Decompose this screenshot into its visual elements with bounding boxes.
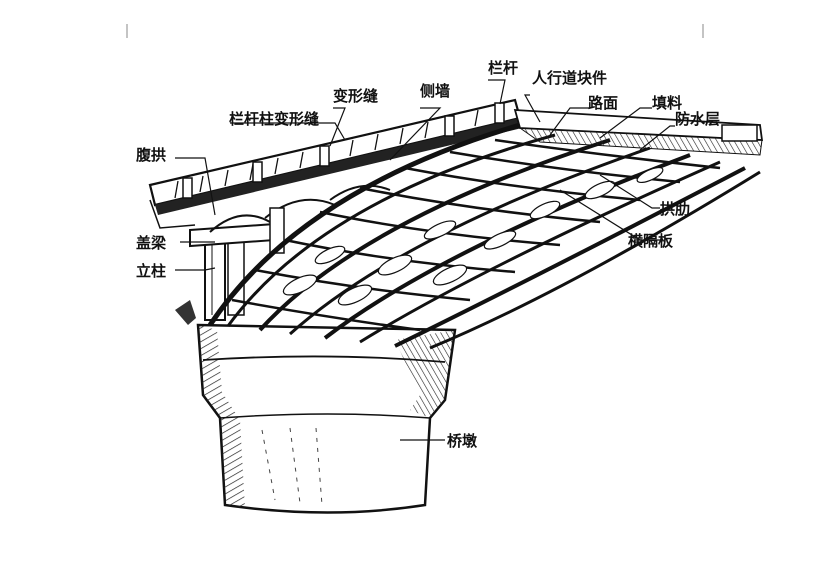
spandrel-structure [175,184,391,325]
label-heng-ge-ban: 横隔板 [628,232,674,250]
label-ce-qiang: 侧墙 [420,82,450,100]
deck-right [513,109,764,156]
label-ren-xing-dao-kuai-jian: 人行道块件 [532,69,607,87]
label-gai-liang: 盖梁 [136,234,167,252]
label-qiao-dun: 桥墩 [447,432,478,450]
label-bianxingfeng: 变形缝 [333,87,378,105]
label-fang-shui-ceng: 防水层 [675,110,720,128]
label-gong-lei: 拱肋 [660,200,690,218]
pier [196,323,457,514]
deck-left-railing [148,98,522,229]
label-li-zhu: 立柱 [136,262,166,280]
label-lu-mian: 路面 [588,94,618,112]
leader-lines [175,79,675,441]
label-fu-gong: 腹拱 [136,146,166,164]
rib-openings [282,166,664,306]
label-langan: 栏杆 [488,59,518,77]
label-langan-zhu-bianxingfeng: 栏杆柱变形缝 [229,110,319,128]
label-tian-liao: 填料 [652,94,682,112]
